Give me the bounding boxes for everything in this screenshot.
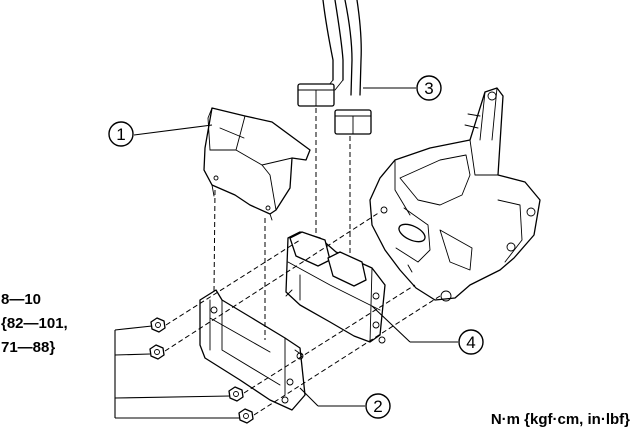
harness-connector-upper: [297, 83, 335, 107]
callout-3: 3: [416, 75, 442, 101]
lower-bracket: [199, 289, 306, 411]
callout-3-number: 3: [424, 79, 433, 98]
callout-4-number: 4: [466, 333, 475, 352]
harness-connector-lower: [334, 109, 372, 135]
callout-leaders: [114, 87, 458, 419]
callout-2-number: 2: [373, 397, 382, 416]
control-module: [285, 231, 386, 344]
wire-harness: [322, 0, 362, 96]
rear-bracket: [369, 87, 541, 302]
nut-2: [149, 344, 165, 360]
torque-spec-line-2: {82—101,: [1, 315, 68, 332]
nut-3: [228, 386, 244, 402]
nut-1: [150, 317, 166, 333]
unit-label: N·m {kgf·cm, in·lbf}: [491, 411, 630, 428]
module-cover: [203, 107, 311, 221]
callout-1-number: 1: [116, 125, 125, 144]
callout-1: 1: [108, 121, 134, 147]
torque-spec-line-1: 8—10: [1, 291, 41, 308]
callout-2: 2: [365, 393, 391, 419]
callout-4: 4: [458, 329, 484, 355]
assembly-guide-lines: [164, 108, 441, 416]
nut-4: [238, 408, 254, 424]
torque-spec: 8—10 {82—101, 71—88}: [1, 291, 68, 356]
torque-spec-line-3: 71—88}: [1, 339, 55, 356]
